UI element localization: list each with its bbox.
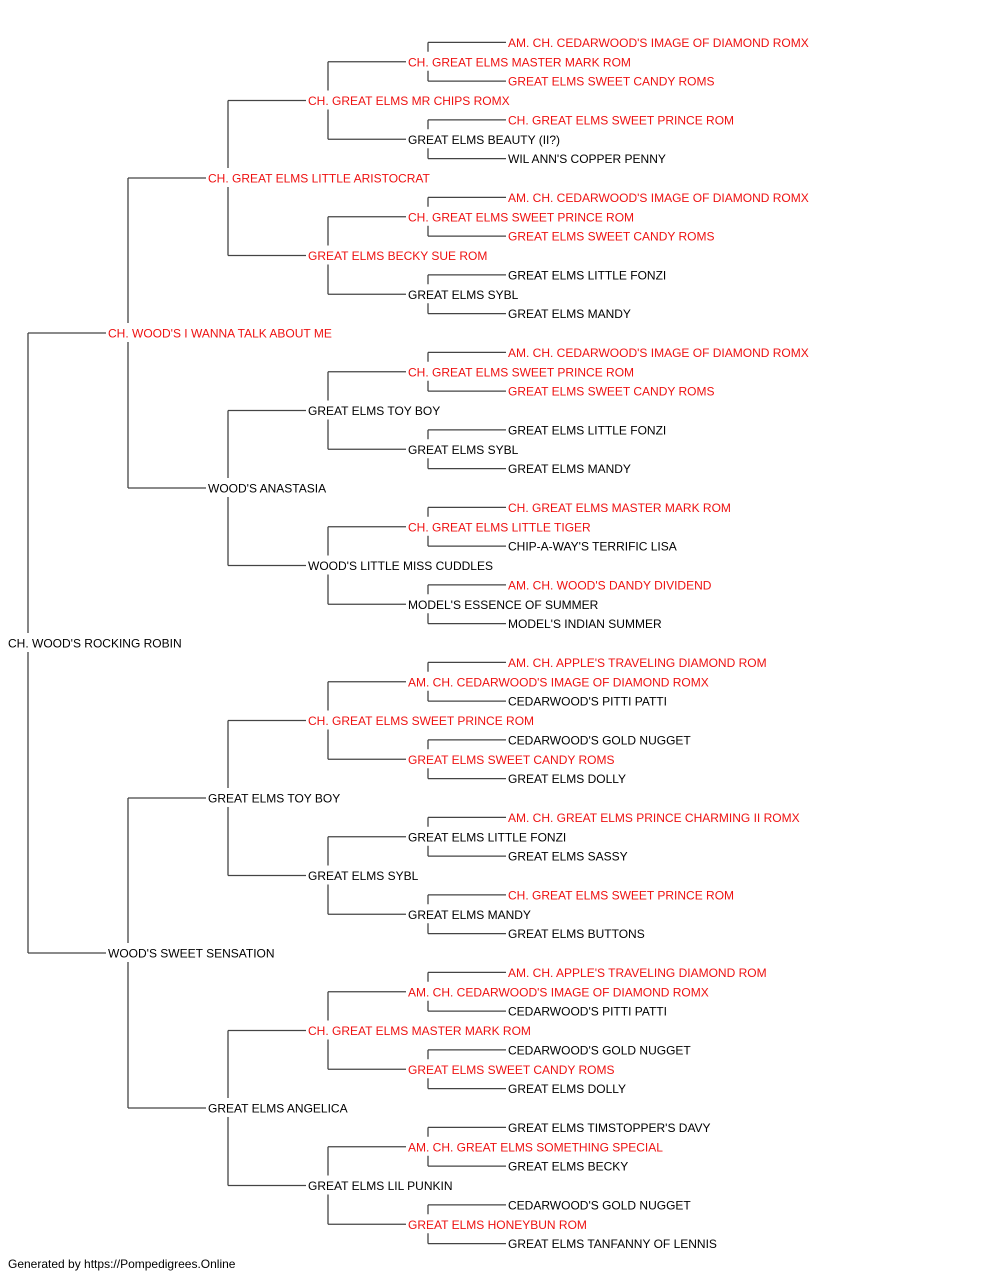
pedigree-entry-gen1: WOOD'S SWEET SENSATION [108, 947, 275, 961]
pedigree-entry-gen5: AM. CH. CEDARWOOD'S IMAGE OF DIAMOND ROM… [508, 346, 809, 360]
pedigree-entry-gen5: GREAT ELMS DOLLY [508, 772, 626, 786]
pedigree-entry-gen4: AM. CH. CEDARWOOD'S IMAGE OF DIAMOND ROM… [408, 675, 709, 689]
pedigree-entry-gen5: GREAT ELMS SWEET CANDY ROMS [508, 75, 714, 89]
pedigree-entry-gen5: CEDARWOOD'S GOLD NUGGET [508, 1043, 691, 1057]
pedigree-entry-gen2: CH. GREAT ELMS LITTLE ARISTOCRAT [208, 172, 430, 186]
pedigree-entry-gen5: GREAT ELMS SWEET CANDY ROMS [508, 230, 714, 244]
pedigree-entry-gen5: AM. CH. APPLE'S TRAVELING DIAMOND ROM [508, 656, 767, 670]
pedigree-entry-gen5: GREAT ELMS SWEET CANDY ROMS [508, 385, 714, 399]
pedigree-entry-gen5: CEDARWOOD'S PITTI PATTI [508, 1005, 667, 1019]
pedigree-entry-gen5: CEDARWOOD'S PITTI PATTI [508, 695, 667, 709]
pedigree-entry-gen2: WOOD'S ANASTASIA [208, 482, 326, 496]
pedigree-entry-gen5: CH. GREAT ELMS SWEET PRINCE ROM [508, 888, 734, 902]
pedigree-entry-gen5: CH. GREAT ELMS SWEET PRINCE ROM [508, 113, 734, 127]
pedigree-entry-gen5: GREAT ELMS TIMSTOPPER'S DAVY [508, 1121, 711, 1135]
pedigree-entry-gen5: CEDARWOOD'S GOLD NUGGET [508, 1198, 691, 1212]
pedigree-entry-gen4: GREAT ELMS BEAUTY (II?) [408, 133, 560, 147]
pedigree-entry-gen5: GREAT ELMS SASSY [508, 850, 628, 864]
pedigree-entry-gen3: GREAT ELMS LIL PUNKIN [308, 1179, 453, 1193]
pedigree-entry-gen0: CH. WOOD'S ROCKING ROBIN [8, 637, 182, 651]
pedigree-entry-gen5: MODEL'S INDIAN SUMMER [508, 617, 662, 631]
pedigree-entry-gen5: AM. CH. WOOD'S DANDY DIVIDEND [508, 578, 712, 592]
pedigree-entry-gen3: WOOD'S LITTLE MISS CUDDLES [308, 559, 493, 573]
pedigree-entry-gen5: GREAT ELMS BUTTONS [508, 927, 645, 941]
pedigree-entry-gen5: GREAT ELMS BECKY [508, 1160, 628, 1174]
pedigree-entry-gen5: CH. GREAT ELMS MASTER MARK ROM [508, 501, 731, 515]
pedigree-entry-gen5: AM. CH. GREAT ELMS PRINCE CHARMING II RO… [508, 811, 800, 825]
pedigree-entry-gen4: MODEL'S ESSENCE OF SUMMER [408, 598, 599, 612]
pedigree-entry-gen5: WIL ANN'S COPPER PENNY [508, 152, 666, 166]
pedigree-entry-gen3: GREAT ELMS BECKY SUE ROM [308, 249, 487, 263]
pedigree-entry-gen4: CH. GREAT ELMS LITTLE TIGER [408, 520, 591, 534]
footer-credit: Generated by https://Pompedigrees.Online [8, 1257, 236, 1271]
pedigree-entry-gen5: AM. CH. CEDARWOOD'S IMAGE OF DIAMOND ROM… [508, 191, 809, 205]
pedigree-entry-gen5: GREAT ELMS LITTLE FONZI [508, 268, 666, 282]
pedigree-entry-gen5: GREAT ELMS TANFANNY OF LENNIS [508, 1237, 717, 1251]
pedigree-entry-gen3: CH. GREAT ELMS MR CHIPS ROMX [308, 94, 510, 108]
pedigree-entry-gen4: AM. CH. CEDARWOOD'S IMAGE OF DIAMOND ROM… [408, 985, 709, 999]
pedigree-entry-gen3: GREAT ELMS SYBL [308, 869, 419, 883]
pedigree-entry-gen4: GREAT ELMS MANDY [408, 908, 531, 922]
pedigree-entry-gen4: CH. GREAT ELMS SWEET PRINCE ROM [408, 210, 634, 224]
pedigree-entry-gen4: GREAT ELMS LITTLE FONZI [408, 830, 566, 844]
pedigree-entry-gen3: GREAT ELMS TOY BOY [308, 404, 440, 418]
pedigree-entry-gen4: AM. CH. GREAT ELMS SOMETHING SPECIAL [408, 1140, 663, 1154]
pedigree-entry-gen5: AM. CH. CEDARWOOD'S IMAGE OF DIAMOND ROM… [508, 36, 809, 50]
pedigree-entry-gen4: GREAT ELMS SWEET CANDY ROMS [408, 1063, 614, 1077]
pedigree-entry-gen4: GREAT ELMS SWEET CANDY ROMS [408, 753, 614, 767]
pedigree-entry-gen4: CH. GREAT ELMS SWEET PRINCE ROM [408, 365, 634, 379]
pedigree-entry-gen5: GREAT ELMS MANDY [508, 307, 631, 321]
pedigree-entry-gen4: GREAT ELMS SYBL [408, 443, 519, 457]
pedigree-entry-gen4: CH. GREAT ELMS MASTER MARK ROM [408, 55, 631, 69]
pedigree-entry-gen5: GREAT ELMS DOLLY [508, 1082, 626, 1096]
pedigree-entry-gen3: CH. GREAT ELMS SWEET PRINCE ROM [308, 714, 534, 728]
pedigree-entry-gen4: GREAT ELMS SYBL [408, 288, 519, 302]
pedigree-entry-gen4: GREAT ELMS HONEYBUN ROM [408, 1218, 587, 1232]
pedigree-entry-gen5: CEDARWOOD'S GOLD NUGGET [508, 733, 691, 747]
pedigree-entry-gen5: GREAT ELMS LITTLE FONZI [508, 423, 666, 437]
pedigree-entry-gen2: GREAT ELMS TOY BOY [208, 792, 340, 806]
pedigree-entry-gen5: CHIP-A-WAY'S TERRIFIC LISA [508, 540, 677, 554]
pedigree-entry-gen5: AM. CH. APPLE'S TRAVELING DIAMOND ROM [508, 966, 767, 980]
pedigree-entry-gen2: GREAT ELMS ANGELICA [208, 1102, 348, 1116]
pedigree-entry-gen1: CH. WOOD'S I WANNA TALK ABOUT ME [108, 327, 332, 341]
pedigree-entry-gen3: CH. GREAT ELMS MASTER MARK ROM [308, 1024, 531, 1038]
pedigree-entry-gen5: GREAT ELMS MANDY [508, 462, 631, 476]
